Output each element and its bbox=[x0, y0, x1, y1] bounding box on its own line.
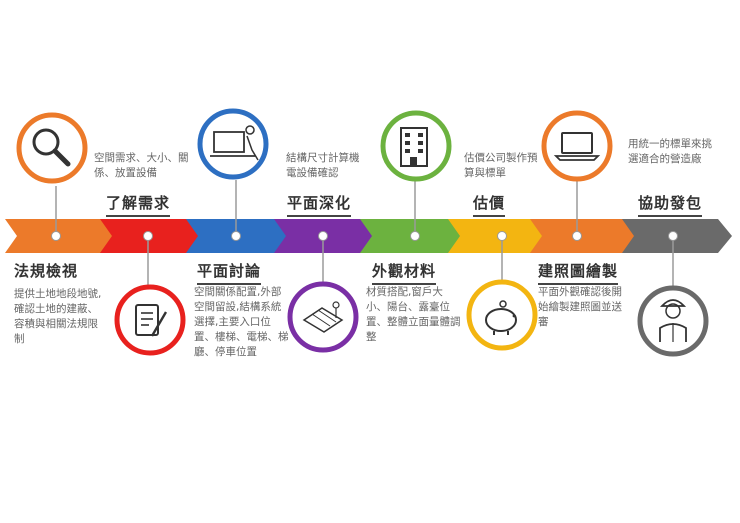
arrow-segment-6 bbox=[448, 219, 544, 253]
building-icon bbox=[380, 110, 452, 182]
magnifier-icon bbox=[16, 112, 88, 184]
step-desc-1: 提供土地地段地號,確認土地的建蔽、容積與相關法規限制 bbox=[14, 288, 102, 345]
architect-desk-icon bbox=[197, 108, 269, 180]
step-desc-8: 用統一的標單來挑選適合的營造廠 bbox=[628, 138, 712, 165]
step-desc-5: 材質搭配,窗戶大小、陽台、露臺位置、整體立面量體調整 bbox=[366, 286, 461, 343]
step-desc-4: 結構尺寸計算機電設備確認 bbox=[286, 152, 360, 179]
step-desc-7: 平面外觀確認後開始繪製建照圖並送審 bbox=[538, 286, 622, 328]
floorplan-icon bbox=[287, 281, 359, 353]
step-title-5: 外觀材料 bbox=[372, 260, 437, 285]
step-title-7: 建照圖繪製 bbox=[538, 260, 619, 285]
step-desc-2: 空間需求、大小、關係、放置設備 bbox=[94, 152, 189, 179]
step-desc-6: 估價公司製作預算與標單 bbox=[464, 152, 538, 179]
notepad-icon bbox=[114, 284, 186, 356]
step-title-6: 估價 bbox=[473, 192, 506, 217]
step-title-8: 協助發包 bbox=[638, 192, 703, 217]
step-title-3: 平面討論 bbox=[197, 260, 262, 285]
worker-icon bbox=[637, 285, 709, 357]
step-title-2: 了解需求 bbox=[106, 192, 171, 217]
step-desc-3: 空間關係配置,外部空間留設,結構系統選擇,主要入口位置、樓梯、電梯、梯廳、停車位… bbox=[194, 286, 289, 358]
laptop-icon bbox=[541, 110, 613, 182]
arrow-segment-7 bbox=[530, 219, 636, 253]
step-title-1: 法規檢視 bbox=[14, 262, 79, 280]
piggy-bank-icon bbox=[466, 279, 538, 351]
step-title-4: 平面深化 bbox=[287, 192, 352, 217]
